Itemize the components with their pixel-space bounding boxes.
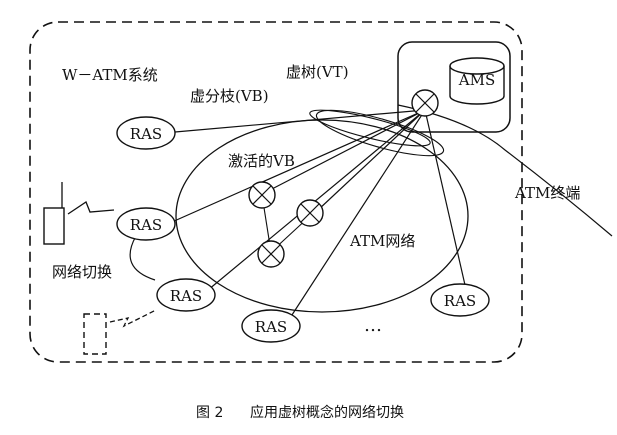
ams-label: AMS bbox=[458, 71, 495, 89]
ras-node-label: RAS bbox=[255, 318, 287, 336]
switch-node-icon bbox=[248, 181, 276, 209]
wireless-link-dashed-icon bbox=[109, 309, 157, 328]
handover-path bbox=[129, 235, 156, 281]
ras-node: RAS bbox=[241, 309, 301, 343]
virtual-tree-bundle bbox=[309, 109, 445, 157]
ams-root-switch-icon bbox=[411, 89, 439, 117]
ras-node: RAS bbox=[156, 278, 216, 312]
system-title: W－ATM系统 bbox=[62, 66, 158, 84]
ras-node: RAS bbox=[430, 283, 490, 317]
ras-node-label: RAS bbox=[130, 216, 162, 234]
mobile-terminal-dashed-icon bbox=[83, 313, 107, 355]
ras-node-label: RAS bbox=[130, 125, 162, 143]
wireless-link-icon bbox=[67, 201, 115, 215]
switch-node-icon bbox=[257, 240, 285, 268]
ras-node: RAS bbox=[116, 116, 176, 150]
more-nodes-ellipsis: … bbox=[364, 315, 382, 336]
ams-database-icon bbox=[449, 57, 505, 105]
switch-node-icon bbox=[296, 199, 324, 227]
ras-node-label: RAS bbox=[444, 292, 476, 310]
atm-network-ellipse bbox=[175, 119, 469, 313]
ams-box bbox=[397, 41, 511, 133]
activated-vb-label: 激活的VB bbox=[228, 152, 295, 170]
network-handover-label: 网络切换 bbox=[52, 263, 112, 281]
mobile-terminal-icon bbox=[43, 182, 65, 245]
ras-node: RAS bbox=[116, 207, 176, 241]
atm-terminal-label: ATM终端 bbox=[514, 184, 580, 202]
figure-caption: 应用虚树概念的网络切换 bbox=[250, 404, 404, 421]
virtual-branch-label: 虚分枝(VB) bbox=[190, 87, 269, 105]
virtual-tree-label: 虚树(VT) bbox=[286, 63, 349, 81]
ras-node-label: RAS bbox=[170, 287, 202, 305]
atm-network-label: ATM网络 bbox=[349, 232, 415, 250]
w-atm-system-boundary bbox=[29, 21, 523, 363]
figure-number: 图 2 bbox=[196, 405, 223, 421]
